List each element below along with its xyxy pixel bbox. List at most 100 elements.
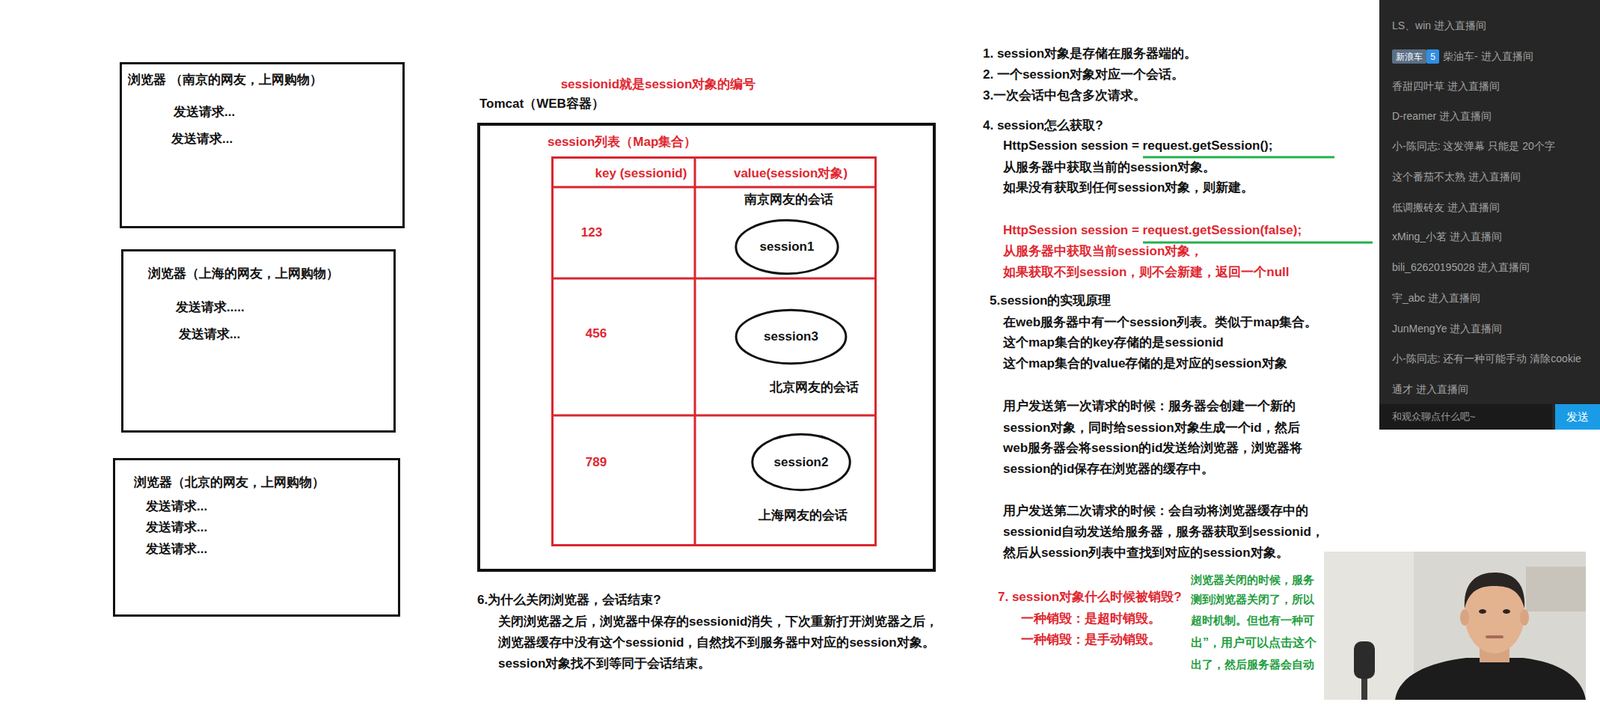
level-badge: 5 xyxy=(1426,49,1440,64)
webcam-ear xyxy=(1519,608,1529,626)
node-text: Tomcat（WEB容器） xyxy=(479,96,605,112)
note-text: 6.为什么关闭浏览器，会话结束? xyxy=(477,592,662,608)
webcam-hair xyxy=(1464,572,1525,609)
webcam-mouth xyxy=(1485,635,1504,639)
note-text: sessionid就是session对象的编号 xyxy=(561,77,757,93)
node-text: 5 xyxy=(1430,50,1436,62)
note-text: sessionid自动发送给服务器，服务器获取到sessionid， xyxy=(1003,524,1324,540)
note-text: 这个map集合的key存储的是sessionid xyxy=(1003,335,1224,351)
note-text: 出”，用户可以点击这个 xyxy=(1190,635,1317,650)
node-text: 发送请求... xyxy=(173,104,235,120)
node-text: 新浪车 xyxy=(1395,50,1423,62)
note-text: 浏览器缓存中没有这个sessionid，自然找不到服务器中对应的session对… xyxy=(498,635,936,651)
note-text: session的id保存在浏览器的缓存中。 xyxy=(1003,461,1215,477)
session-table: session列表（Map集合）session1session3session2 xyxy=(551,156,877,547)
node-text: 发送请求..... xyxy=(175,299,245,315)
node-text: 香甜四叶草 进入直播间 xyxy=(1392,80,1500,93)
note-text: 出了，然后服务器会自动 xyxy=(1190,657,1315,671)
session-ellipse: session1 xyxy=(733,218,841,276)
ellipse-shape xyxy=(752,433,851,490)
node-text: 这个番茄不太熟 进入直播间 xyxy=(1392,170,1521,184)
note-text: 如果获取不到session，则不会新建，返回一个null xyxy=(1003,264,1290,280)
node-text: 发送请求... xyxy=(145,498,208,514)
note-text: 这个map集合的value存储的是对应的session对象 xyxy=(1003,356,1288,372)
node-text: JunMengYe 进入直播间 xyxy=(1392,322,1503,336)
chat-panel: LS、win 进入直播间柴油车- 进入直播间香甜四叶草 进入直播间D-reame… xyxy=(1379,0,1600,430)
table-rule xyxy=(551,186,877,189)
note-text: web服务器会将session的id发送给浏览器，浏览器将 xyxy=(1003,440,1303,456)
note-text: 超时机制。但也有一种可 xyxy=(1190,613,1315,627)
note-text: 从服务器中获取当前session对象， xyxy=(1003,243,1203,259)
note-text: 456 xyxy=(585,326,607,342)
note-text: 123 xyxy=(581,225,603,241)
table-rule xyxy=(551,277,877,280)
note-text: key (sessionid) xyxy=(595,166,688,182)
note-text: 南京网友的会话 xyxy=(744,192,834,208)
webcam-mic xyxy=(1353,641,1375,679)
note-text: 关闭浏览器之后，浏览器中保存的sessionid消失，下次重新打开浏览器之后， xyxy=(498,614,939,630)
node-text: xMing_小茗 进入直播间 xyxy=(1392,230,1503,244)
note-text: 5.session的实现原理 xyxy=(989,293,1112,309)
note-text: 3.一次会话中包含多次请求。 xyxy=(982,88,1146,104)
node-text: D-reamer 进入直播间 xyxy=(1392,109,1492,123)
node-text: bili_62620195028 进入直播间 xyxy=(1392,261,1530,274)
container-box: Tomcat（WEB容器）session列表（Map集合）session1ses… xyxy=(477,122,936,572)
node-text: 浏览器（北京的网友，上网购物） xyxy=(133,474,325,490)
node-text: 发送请求... xyxy=(145,541,208,557)
note-text: 北京网友的会话 xyxy=(769,379,859,395)
webcam-body xyxy=(1395,657,1586,700)
note-text: 从服务器中获取当前的session对象。 xyxy=(1003,160,1216,176)
node-text: 发送请求... xyxy=(171,131,233,147)
node-text: 发送请求... xyxy=(145,519,208,535)
ellipse-shape xyxy=(736,219,838,274)
note-text: 7. session对象什么时候被销毁? xyxy=(997,589,1182,605)
session-ellipse: session3 xyxy=(733,308,849,366)
note-text: 如果没有获取到任何session对象，则新建。 xyxy=(1003,180,1254,196)
note-text: session对象找不到等同于会话结束。 xyxy=(498,656,711,671)
note-text: 用户发送第二次请求的时候：会自动将浏览器缓存中的 xyxy=(1003,503,1309,519)
note-text: HttpSession session = request.getSession… xyxy=(1003,138,1273,154)
webcam-eye xyxy=(1478,608,1487,614)
browser-box: 浏览器（上海的网友，上网购物）发送请求.....发送请求... xyxy=(121,249,396,433)
browser-box: 浏览器（北京的网友，上网购物） 发送请求... 发送请求... 发送请求... xyxy=(112,457,401,617)
node-text: LS、win 进入直播间 xyxy=(1392,19,1487,33)
note-text: 789 xyxy=(585,454,607,470)
note-text: 一种销毁：是超时销毁。 xyxy=(1021,611,1161,627)
note-text: 浏览器关闭的时候，服务 xyxy=(1190,572,1315,587)
webcam-video xyxy=(1323,551,1586,700)
note-text: 1. session对象是存储在服务器端的。 xyxy=(982,46,1197,62)
node-text: session列表（Map集合） xyxy=(547,134,697,150)
webcam-mic-arm xyxy=(1361,678,1368,700)
node-text: 通才 进入直播间 xyxy=(1392,382,1469,396)
table-rule xyxy=(551,414,877,417)
node-text: 和观众聊点什么吧~ xyxy=(1392,410,1476,423)
note-text: session对象，同时给session对象生成一个id，然后 xyxy=(1003,420,1301,436)
node-text: 小-陈同志: 这发弹幕 只能是 20个字 xyxy=(1392,139,1556,153)
note-text: 一种销毁：是手动销毁。 xyxy=(1021,632,1161,648)
node-text: session3 xyxy=(763,329,819,345)
node-text: 浏览器 （南京的网友，上网购物） xyxy=(127,72,323,88)
note-text: value(session对象) xyxy=(733,166,848,182)
ellipse-shape xyxy=(736,309,847,363)
webcam-wall xyxy=(1323,551,1414,700)
note-text: 测到浏览器关闭了，所以 xyxy=(1190,592,1315,606)
node-text: 发送 xyxy=(1566,409,1589,424)
note-text: 用户发送第一次请求的时候：服务器会创建一个新的 xyxy=(1003,398,1296,414)
send-button: 发送 xyxy=(1555,403,1600,430)
webcam-shelf xyxy=(1525,566,1586,612)
session-ellipse: session2 xyxy=(750,432,852,492)
node-text: 低调搬砖友 进入直播间 xyxy=(1392,201,1500,214)
highlight-underline xyxy=(1142,156,1335,159)
fan-badge: 新浪车 xyxy=(1392,49,1427,64)
webcam-eye xyxy=(1502,608,1511,614)
note-text: 2. 一个session对象对应一个会话。 xyxy=(982,67,1185,83)
webcam-ear xyxy=(1460,608,1470,626)
note-text: 4. session怎么获取? xyxy=(982,118,1104,134)
table-rule xyxy=(694,156,697,547)
node-text: 小-陈同志: 还有一种可能手动 清除cookie xyxy=(1392,352,1582,366)
node-text: 浏览器（上海的网友，上网购物） xyxy=(148,266,339,282)
browser-box: 浏览器 （南京的网友，上网购物） 发送请求... 发送请求... xyxy=(119,62,405,229)
note-text: 上海网友的会话 xyxy=(758,507,848,523)
note-text: 在web服务器中有一个session列表。类似于map集合。 xyxy=(1003,314,1318,330)
